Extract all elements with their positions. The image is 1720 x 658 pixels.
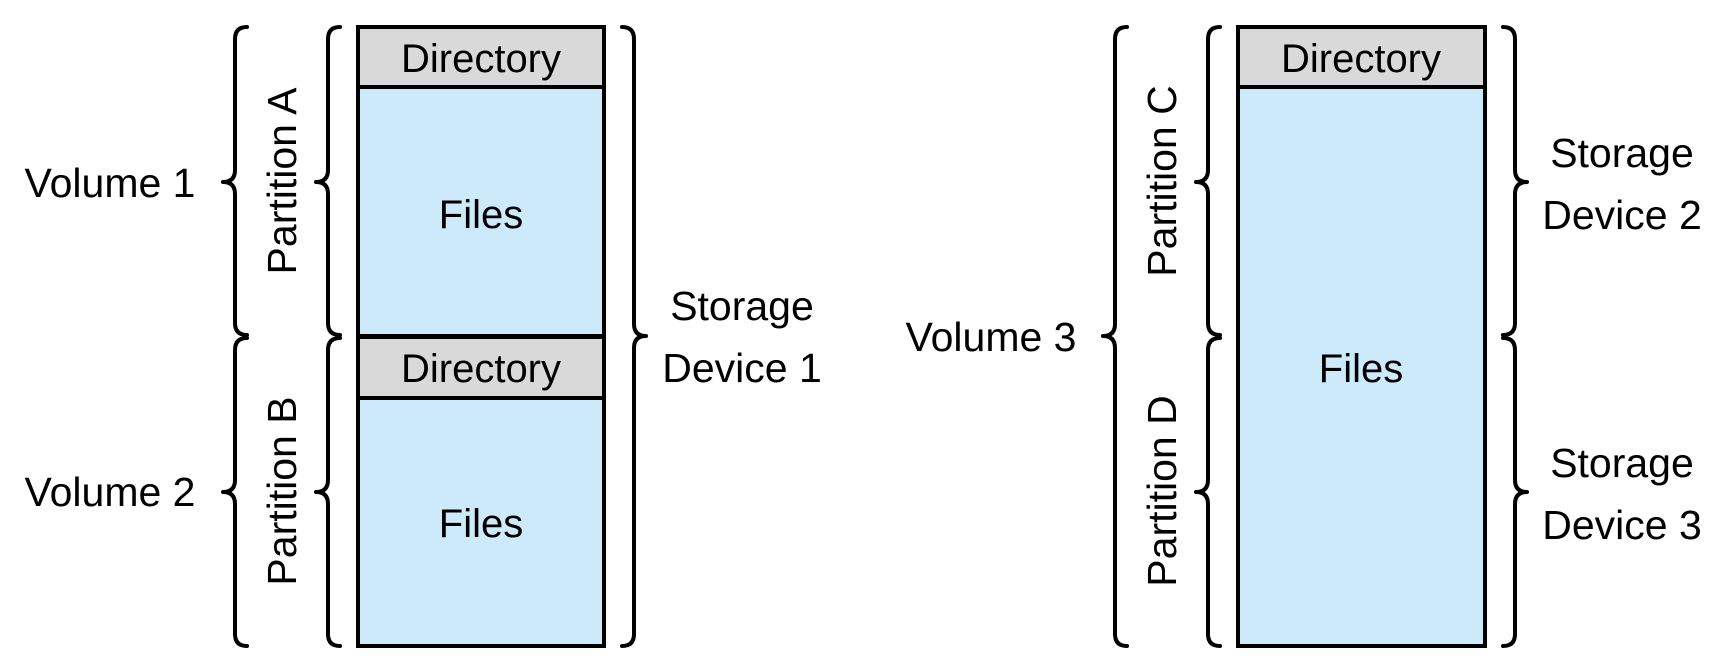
storage-device-1-brace <box>620 25 648 648</box>
storage-device-3-label-line2: Device 3 <box>1542 502 1702 548</box>
storage-device-1-label-line1: Storage <box>670 283 814 329</box>
storage-device-2-label-line1: Storage <box>1550 130 1694 176</box>
partition-a-label: Partition A <box>259 87 305 275</box>
volume-3-files-box <box>1236 85 1487 648</box>
storage-device-2-label-line2: Device 2 <box>1542 192 1702 238</box>
volume-3-brace <box>1101 25 1129 648</box>
partition-b-directory-label: Directory <box>401 347 561 391</box>
volume-1-brace <box>221 25 249 337</box>
partition-d-label: Partition D <box>1139 395 1185 586</box>
partition-a-files-label: Files <box>439 193 523 237</box>
partition-c-brace <box>1194 25 1222 337</box>
storage-device-1-label-line2: Device 1 <box>662 345 822 391</box>
volume-3-directory-label: Directory <box>1281 37 1441 81</box>
left-storage-group: Directory Files Directory Files Partitio… <box>25 25 822 648</box>
volume-2-label: Volume 2 <box>25 469 196 515</box>
partition-b-label: Partition B <box>259 396 305 585</box>
storage-device-3-label-line1: Storage <box>1550 440 1694 486</box>
partition-c-label: Partition C <box>1139 85 1185 276</box>
volume-2-brace <box>221 336 249 648</box>
partition-a-files-box <box>356 85 606 338</box>
partition-d-brace <box>1194 336 1222 648</box>
volume-3-files-label: Files <box>1319 347 1403 391</box>
storage-device-2-brace <box>1501 25 1529 337</box>
partition-b-brace <box>314 336 342 648</box>
partition-a-brace <box>314 25 342 337</box>
partition-a-directory-label: Directory <box>401 37 561 81</box>
partition-b-files-box <box>356 396 606 648</box>
partition-b-files-label: Files <box>439 502 523 546</box>
volume-1-label: Volume 1 <box>25 160 196 206</box>
right-storage-group: Directory Files Partition C Partition D … <box>906 25 1702 648</box>
storage-device-3-brace <box>1501 336 1529 648</box>
volume-3-label: Volume 3 <box>906 314 1077 360</box>
